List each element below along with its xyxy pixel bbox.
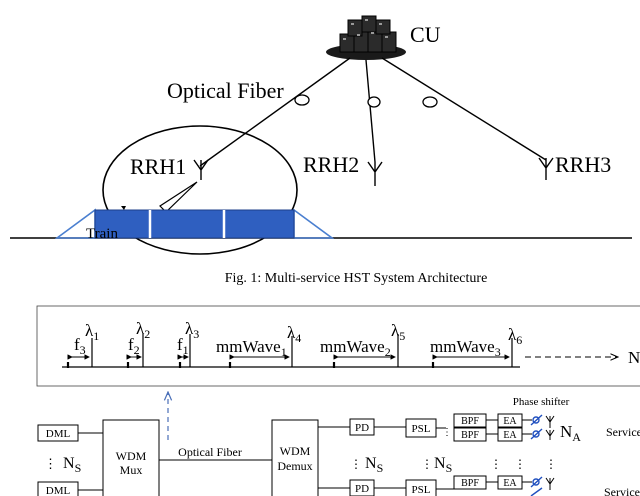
mmwave1-label: mmWave1 — [216, 337, 287, 359]
f1-label: f1 — [177, 335, 189, 357]
fiber-to-rrh1 — [199, 57, 351, 167]
mid-dots-2: ⋮ — [490, 457, 502, 471]
service-bottom-label: Service — [604, 485, 640, 496]
rrh1-antenna-icon — [193, 159, 209, 180]
train-icon — [54, 206, 335, 239]
ns-left-label: ⋮NS — [44, 455, 81, 475]
ns-mid2-label: NS — [434, 455, 452, 475]
wdm-demux-line1: WDM — [280, 444, 311, 458]
ea2-label: EA — [503, 430, 517, 441]
pd-top-label: PD — [355, 422, 369, 434]
rrh1-label: RRH1 — [130, 154, 186, 179]
rrh2-antenna-icon — [367, 161, 383, 186]
coverage-ellipse — [102, 125, 298, 255]
filters-dots-top: ⋮ — [442, 427, 452, 438]
pd-bottom-label: PD — [355, 483, 369, 495]
lambda4-label: λ4 — [287, 323, 301, 345]
figure-2: f3 λ1 f2 λ2 f1 λ3 mmWave1 λ4 mmWave2 λ5 … — [36, 305, 640, 496]
cu-server-icon — [326, 15, 406, 60]
na-label: NA — [560, 422, 581, 444]
mid-dots-1: ⋮ — [421, 457, 433, 471]
mmwave2-label: mmWave2 — [320, 337, 391, 359]
fiber-to-rrh2 — [365, 59, 376, 163]
mid-dots-3: ⋮ — [514, 457, 526, 471]
dml-bottom-label: DML — [46, 485, 71, 496]
fiber-to-rrh3 — [381, 57, 547, 161]
phase-shifter-icons — [522, 414, 543, 440]
beam-cone — [159, 181, 198, 213]
bpf3-label: BPF — [461, 478, 479, 489]
dml-top-label: DML — [46, 428, 71, 440]
lambda3-label: λ3 — [185, 319, 199, 341]
figure-1: CU Optical Fiber RRH1 RRH2 RRH3 — [10, 15, 632, 286]
wdm-demux-box — [271, 419, 319, 496]
wdm-mux-line1: WDM — [116, 449, 147, 463]
f3-label: f3 — [74, 335, 86, 357]
lambda1-label: λ1 — [85, 321, 99, 343]
service-top-label: Service — [606, 425, 640, 439]
fiber-coil-3 — [422, 96, 438, 108]
bottom-antenna-icon — [545, 477, 555, 490]
rrh3-label: RRH3 — [555, 152, 611, 177]
ea3-label: EA — [503, 478, 517, 489]
rrh3-antenna-icon — [538, 157, 554, 180]
fiber-coil-2 — [367, 96, 381, 108]
phase-shifter-label: Phase shifter — [513, 396, 570, 408]
lambda2-label: λ2 — [136, 319, 150, 341]
mmwave3-label: mmWave3 — [430, 337, 501, 359]
phase-shifter-bottom-icon — [522, 476, 543, 496]
spectrum-frame — [36, 305, 640, 387]
fig1-caption: Fig. 1: Multi-service HST System Archite… — [225, 271, 488, 286]
train-label: Train — [86, 226, 118, 242]
wdm-mux-line2: Mux — [120, 463, 143, 477]
mid-dots-4: ⋮ — [545, 457, 557, 471]
spectrum-n-label: N — [628, 348, 640, 367]
ea1-label: EA — [503, 416, 517, 427]
f2-label: f2 — [128, 335, 140, 357]
ns-mid1-label: ⋮NS — [350, 455, 383, 475]
optical-fiber-label: Optical Fiber — [167, 78, 284, 103]
lambda5-label: λ5 — [391, 321, 405, 343]
psl-top-label: PSL — [412, 423, 431, 435]
fiber-coil-1 — [294, 94, 310, 106]
bpf1-label: BPF — [461, 416, 479, 427]
bpf2-label: BPF — [461, 430, 479, 441]
rrh2-label: RRH2 — [303, 152, 359, 177]
lambda6-label: λ6 — [508, 325, 522, 347]
psl-bottom-label: PSL — [412, 484, 431, 496]
optical-fiber-label-2: Optical Fiber — [178, 445, 242, 459]
cu-label: CU — [410, 22, 441, 47]
wdm-demux-line2: Demux — [277, 459, 312, 473]
top-antenna-icon — [545, 415, 555, 440]
